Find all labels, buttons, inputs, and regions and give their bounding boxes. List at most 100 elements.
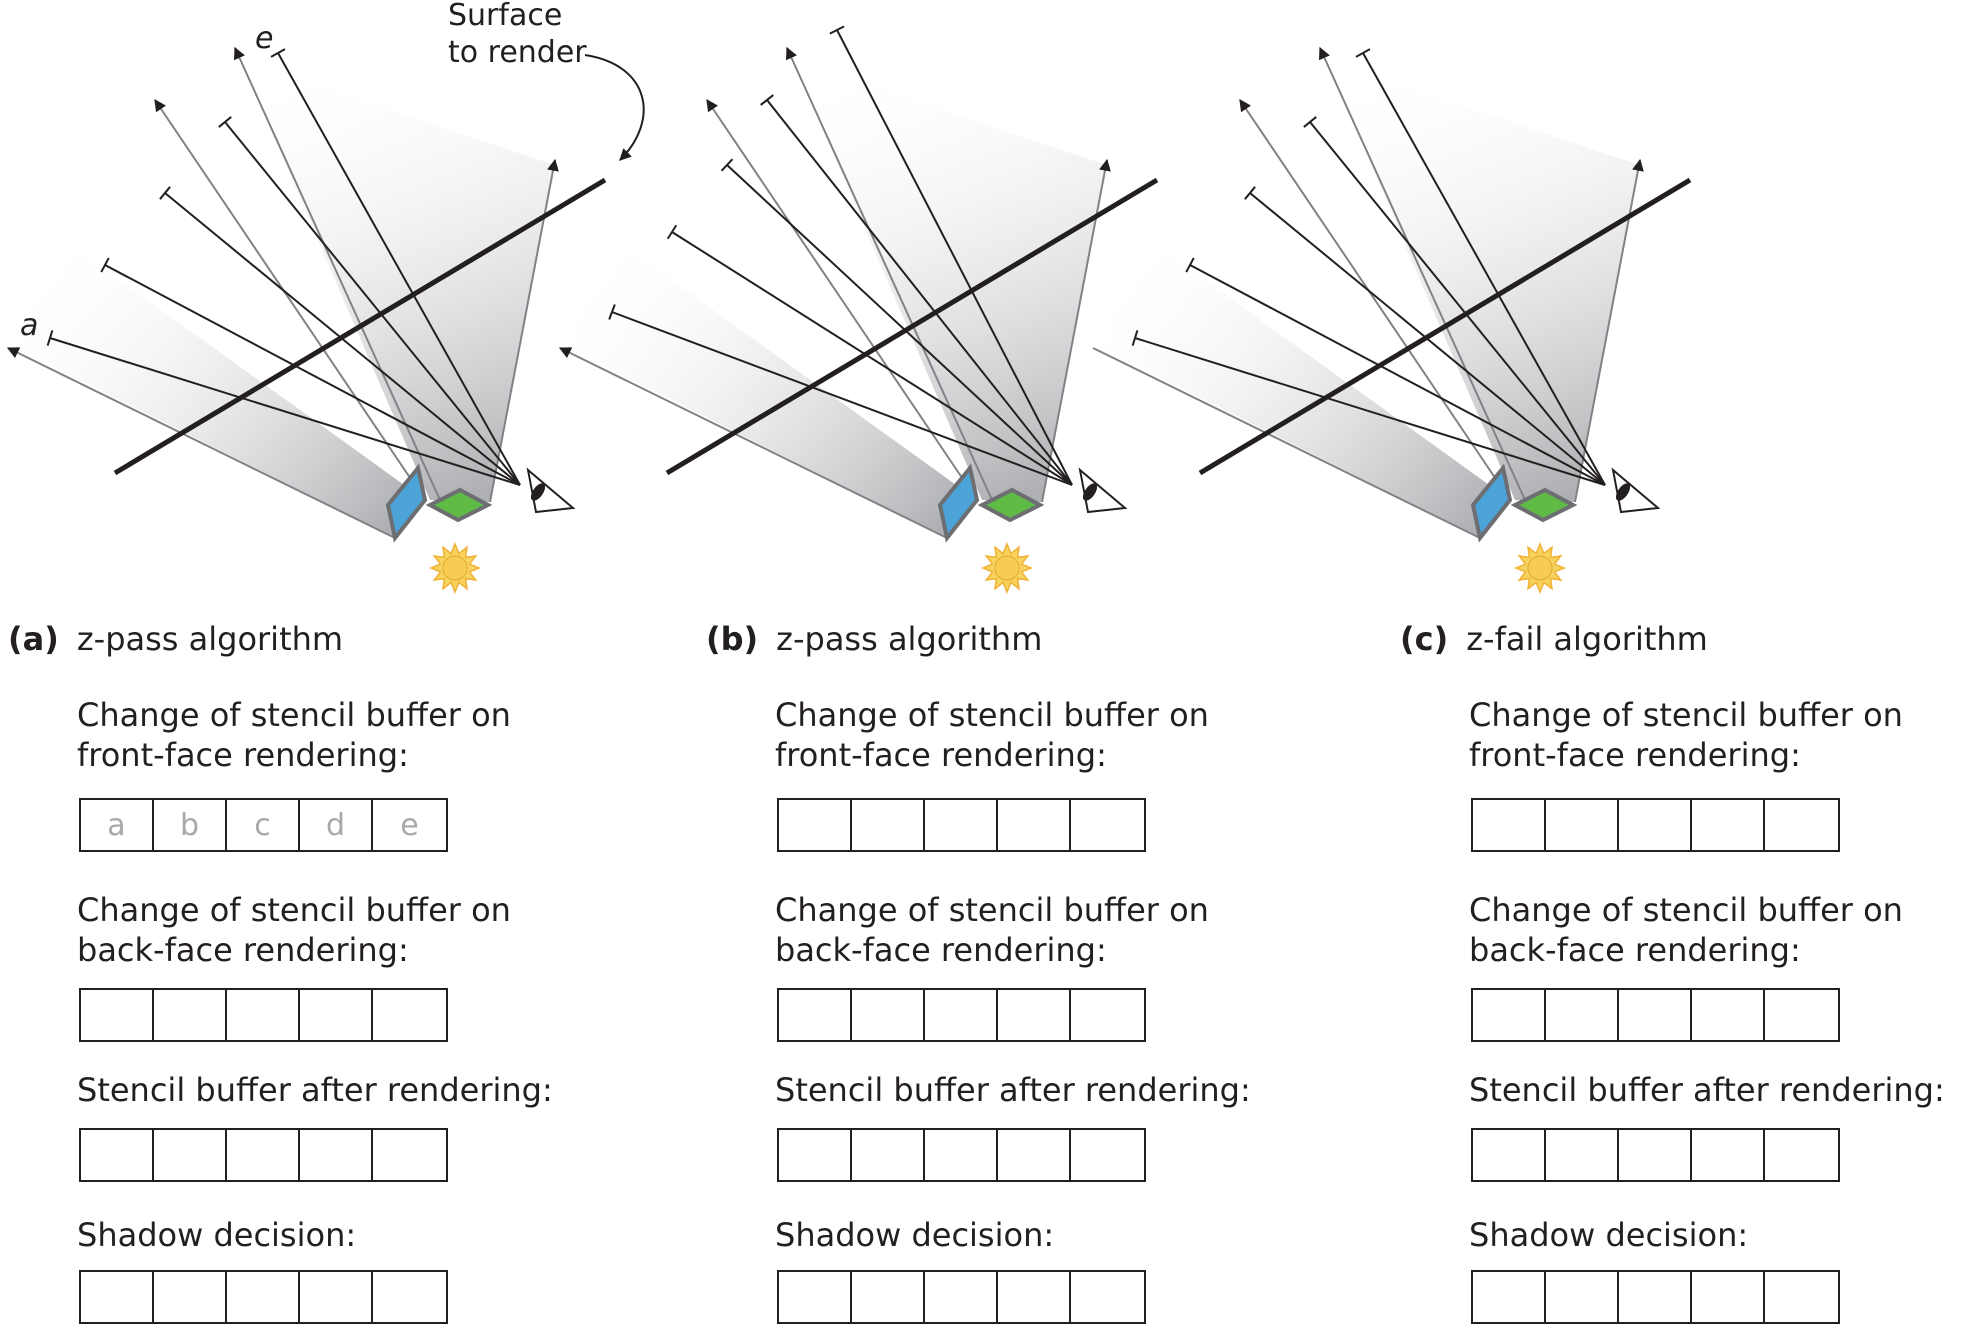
stencil-cell[interactable] bbox=[1546, 990, 1619, 1040]
stencil-cell[interactable] bbox=[81, 990, 154, 1040]
ray-end-tick bbox=[100, 257, 110, 273]
stencil-cell[interactable] bbox=[154, 1272, 227, 1322]
ray-end-tick bbox=[1244, 186, 1256, 200]
stencil-cell[interactable] bbox=[1473, 800, 1546, 850]
stencil-cell[interactable] bbox=[779, 1272, 852, 1322]
stencil-cell[interactable] bbox=[1546, 800, 1619, 850]
stencil-cell[interactable] bbox=[1546, 1130, 1619, 1180]
stencil-cell-row bbox=[79, 1270, 448, 1324]
occluder-blue bbox=[385, 463, 428, 543]
stencil-cell[interactable]: b bbox=[154, 800, 227, 850]
stencil-cell[interactable] bbox=[925, 1130, 998, 1180]
stencil-cell[interactable] bbox=[1692, 1272, 1765, 1322]
stencil-cell[interactable] bbox=[227, 990, 300, 1040]
stencil-cell[interactable] bbox=[852, 1272, 925, 1322]
stencil-cell[interactable] bbox=[1619, 1272, 1692, 1322]
stencil-cell[interactable] bbox=[1071, 1130, 1144, 1180]
stencil-cell[interactable] bbox=[1473, 1130, 1546, 1180]
shadow-volume-blue bbox=[572, 230, 977, 538]
view-ray bbox=[611, 311, 1073, 486]
stencil-cell[interactable] bbox=[779, 990, 852, 1040]
stencil-cell[interactable] bbox=[1473, 990, 1546, 1040]
stencil-cell[interactable] bbox=[1765, 990, 1838, 1040]
stencil-cell[interactable] bbox=[1071, 1272, 1144, 1322]
stencil-cell[interactable] bbox=[1765, 800, 1838, 850]
surface-line bbox=[665, 177, 1159, 476]
stencil-cell[interactable] bbox=[154, 1130, 227, 1180]
stencil-cell[interactable] bbox=[779, 800, 852, 850]
stencil-cell[interactable] bbox=[1619, 800, 1692, 850]
stencil-cell[interactable]: a bbox=[81, 800, 154, 850]
ray-end-tick bbox=[159, 186, 171, 200]
section-label: Stencil buffer after rendering: bbox=[775, 1071, 1251, 1109]
view-ray bbox=[836, 29, 1073, 486]
stencil-cell[interactable] bbox=[81, 1272, 154, 1322]
diagram-panel-a bbox=[6, 46, 607, 594]
panel-algorithm-name: z-fail algorithm bbox=[1466, 620, 1708, 658]
shadow-volume-green bbox=[792, 60, 1107, 502]
stencil-cell[interactable] bbox=[925, 990, 998, 1040]
stencil-cell[interactable] bbox=[1071, 800, 1144, 850]
ray-end-tick bbox=[1131, 330, 1139, 346]
view-ray bbox=[1249, 192, 1606, 486]
section-label: Shadow decision: bbox=[77, 1216, 357, 1254]
light-source-core bbox=[994, 555, 1020, 581]
stencil-cell[interactable] bbox=[154, 990, 227, 1040]
stencil-cell[interactable] bbox=[779, 1130, 852, 1180]
ray-end-tick bbox=[608, 304, 616, 320]
view-ray bbox=[164, 192, 521, 486]
shadow-volume-edge bbox=[1239, 99, 1511, 501]
stencil-cell[interactable] bbox=[852, 800, 925, 850]
stencil-cell[interactable] bbox=[227, 1272, 300, 1322]
stencil-cell[interactable] bbox=[925, 1272, 998, 1322]
stencil-cell[interactable] bbox=[1692, 800, 1765, 850]
stencil-cell[interactable] bbox=[373, 1272, 446, 1322]
stencil-cell-row bbox=[1471, 988, 1840, 1042]
stencil-cell[interactable]: c bbox=[227, 800, 300, 850]
stencil-cell-row bbox=[777, 1270, 1146, 1324]
view-ray bbox=[1134, 337, 1606, 486]
stencil-cell[interactable] bbox=[998, 990, 1071, 1040]
stencil-cell[interactable] bbox=[227, 1130, 300, 1180]
stencil-cell[interactable] bbox=[852, 1130, 925, 1180]
surface-label: to render bbox=[448, 35, 587, 70]
stencil-cell[interactable] bbox=[300, 1272, 373, 1322]
stencil-cell[interactable] bbox=[1546, 1272, 1619, 1322]
section-label: Shadow decision: bbox=[775, 1216, 1055, 1254]
stencil-cell[interactable] bbox=[1692, 990, 1765, 1040]
ray-end-tick bbox=[720, 158, 734, 172]
stencil-cell[interactable]: e bbox=[400, 807, 419, 843]
stencil-cell[interactable] bbox=[1692, 1130, 1765, 1180]
stencil-cell[interactable] bbox=[81, 1130, 154, 1180]
stencil-cell[interactable] bbox=[300, 990, 373, 1040]
stencil-cell[interactable] bbox=[1619, 990, 1692, 1040]
stencil-cell[interactable] bbox=[1619, 1130, 1692, 1180]
stencil-cell-row bbox=[1471, 1128, 1840, 1182]
view-ray bbox=[277, 52, 521, 486]
ray-label-a: a bbox=[20, 308, 38, 343]
stencil-cell[interactable] bbox=[373, 990, 446, 1040]
section-label: Stencil buffer after rendering: bbox=[1469, 1071, 1945, 1109]
occluder-blue bbox=[1470, 463, 1513, 543]
panel-title: (b)z-pass algorithm bbox=[706, 620, 1042, 658]
shadow-volume-edge bbox=[154, 99, 426, 501]
surface-label: Surface bbox=[448, 0, 562, 33]
stencil-cell[interactable] bbox=[1765, 1272, 1838, 1322]
stencil-cell[interactable] bbox=[1071, 990, 1144, 1040]
stencil-cell[interactable] bbox=[373, 1130, 446, 1180]
stencil-cell[interactable] bbox=[998, 1272, 1071, 1322]
panel-title: (c) z-fail algorithm bbox=[1400, 620, 1708, 658]
stencil-cell[interactable] bbox=[1765, 1130, 1838, 1180]
stencil-cell[interactable] bbox=[300, 1130, 373, 1180]
stencil-cell[interactable] bbox=[998, 1130, 1071, 1180]
panel-tag: (c) bbox=[1400, 620, 1449, 658]
stencil-cell[interactable] bbox=[1473, 1272, 1546, 1322]
stencil-cell[interactable] bbox=[998, 800, 1071, 850]
stencil-cell[interactable]: d bbox=[300, 800, 373, 850]
stencil-cell[interactable] bbox=[852, 990, 925, 1040]
stencil-cell[interactable] bbox=[925, 800, 998, 850]
stencil-cell-row bbox=[79, 1128, 448, 1182]
